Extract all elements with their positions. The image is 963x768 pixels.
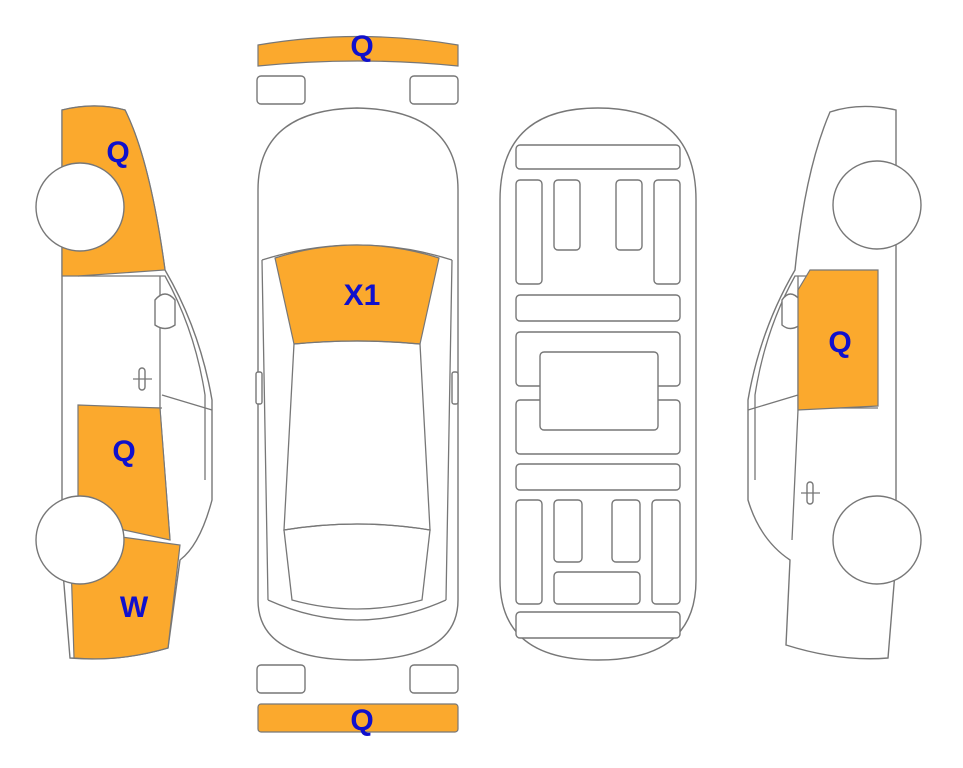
left-door-handle: [133, 367, 152, 391]
left-side-view: Q Q W: [35, 105, 213, 660]
left-side-mirror: [154, 293, 176, 330]
right-side-mirror: [781, 293, 801, 330]
underbody-center: [539, 351, 659, 431]
underbody-view: [499, 107, 697, 661]
top-body-outline: [257, 107, 459, 661]
underbody-panel: [553, 571, 641, 605]
right-rear-door-handle: [801, 481, 820, 505]
rear-bumper-label: Q: [350, 704, 373, 737]
underbody-panel: [515, 144, 681, 170]
left-window-lines: [78, 275, 213, 541]
rear-right-light: [409, 664, 459, 694]
underbody-panel: [515, 611, 681, 639]
underbody-panel: [651, 499, 681, 605]
right-rear-wheel: [832, 495, 922, 585]
underbody-panel: [515, 499, 543, 605]
left-rear-quarter-label: W: [120, 591, 149, 624]
right-side-view: Q: [747, 105, 922, 660]
windshield-label: X1: [344, 279, 381, 312]
underbody-panel: [515, 294, 681, 322]
front-bumper-panel[interactable]: [257, 35, 459, 67]
underbody-panel: [515, 463, 681, 491]
left-front-wheel: [35, 162, 125, 252]
rear-left-light: [256, 664, 306, 694]
rear-bumper-panel[interactable]: [257, 703, 459, 733]
rear-window: [283, 523, 431, 610]
underbody-panel: [615, 179, 643, 251]
right-mirror: [451, 371, 459, 405]
top-view: Q X1 Q: [255, 30, 459, 737]
underbody-panel: [653, 179, 681, 285]
left-rear-wheel: [35, 495, 125, 585]
left-front-fender-label: Q: [106, 136, 129, 169]
front-bumper-label: Q: [350, 30, 373, 63]
left-mirror: [255, 371, 263, 405]
front-right-light: [409, 75, 459, 105]
front-left-light: [256, 75, 306, 105]
underbody-panel: [515, 179, 543, 285]
underbody-panel: [553, 499, 583, 563]
left-front-door-label: Q: [112, 435, 135, 468]
underbody-panel: [553, 179, 581, 251]
right-front-wheel: [832, 160, 922, 250]
right-front-door-panel[interactable]: [797, 269, 879, 411]
right-front-door-label: Q: [828, 326, 851, 359]
right-window-lines: [747, 275, 878, 541]
underbody-panel: [611, 499, 641, 563]
